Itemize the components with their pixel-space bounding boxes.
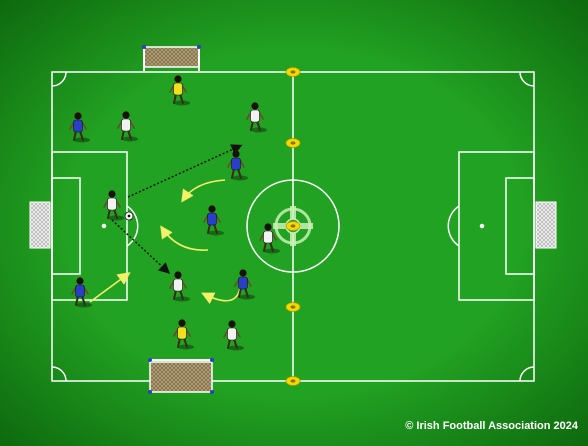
arrow-icon (181, 179, 226, 203)
copyright-text: © Irish Football Association 2024 (405, 420, 578, 432)
arrow-icon (201, 287, 241, 305)
goal-icon (535, 201, 557, 249)
left-goal-area (51, 177, 81, 275)
player-icon (223, 320, 244, 351)
arrow-icon (160, 225, 209, 251)
player-icon (69, 112, 90, 143)
player-icon (71, 277, 92, 308)
players (69, 75, 280, 351)
goal-icon (148, 358, 214, 394)
player-icon (203, 205, 224, 236)
corner-arc (519, 366, 535, 382)
pitch-markings (51, 71, 535, 382)
player-icon (173, 319, 194, 350)
player-icon (246, 102, 267, 133)
right-penalty-spot (479, 223, 485, 229)
right-goal-area (505, 177, 535, 275)
right-penalty-arc (447, 205, 460, 247)
player-icon (259, 223, 280, 254)
pass-arrows (111, 144, 243, 274)
cone-icon (285, 302, 301, 312)
left-penalty-arc (126, 205, 139, 247)
cone-icon (285, 138, 301, 148)
player-icon (117, 111, 138, 142)
cone-icon (285, 67, 301, 77)
run-arrows (89, 179, 241, 305)
goal-icon (142, 45, 201, 71)
left-penalty-spot (101, 223, 107, 229)
corner-arc (51, 366, 67, 382)
arrow-icon (127, 144, 243, 198)
corner-arc (51, 71, 67, 87)
goal-icon (29, 201, 51, 249)
player-icon (234, 269, 255, 300)
player-icon (103, 190, 124, 221)
cones (285, 67, 301, 386)
arrow-icon (111, 219, 171, 274)
cone-icon (285, 221, 301, 231)
centre-circle (246, 179, 340, 273)
corner-arc (519, 71, 535, 87)
cone-icon (285, 376, 301, 386)
player-icon (169, 75, 190, 106)
ball-icon (124, 211, 134, 221)
player-icon (169, 271, 190, 302)
player-icon (227, 150, 248, 181)
arrow-icon (89, 272, 131, 303)
